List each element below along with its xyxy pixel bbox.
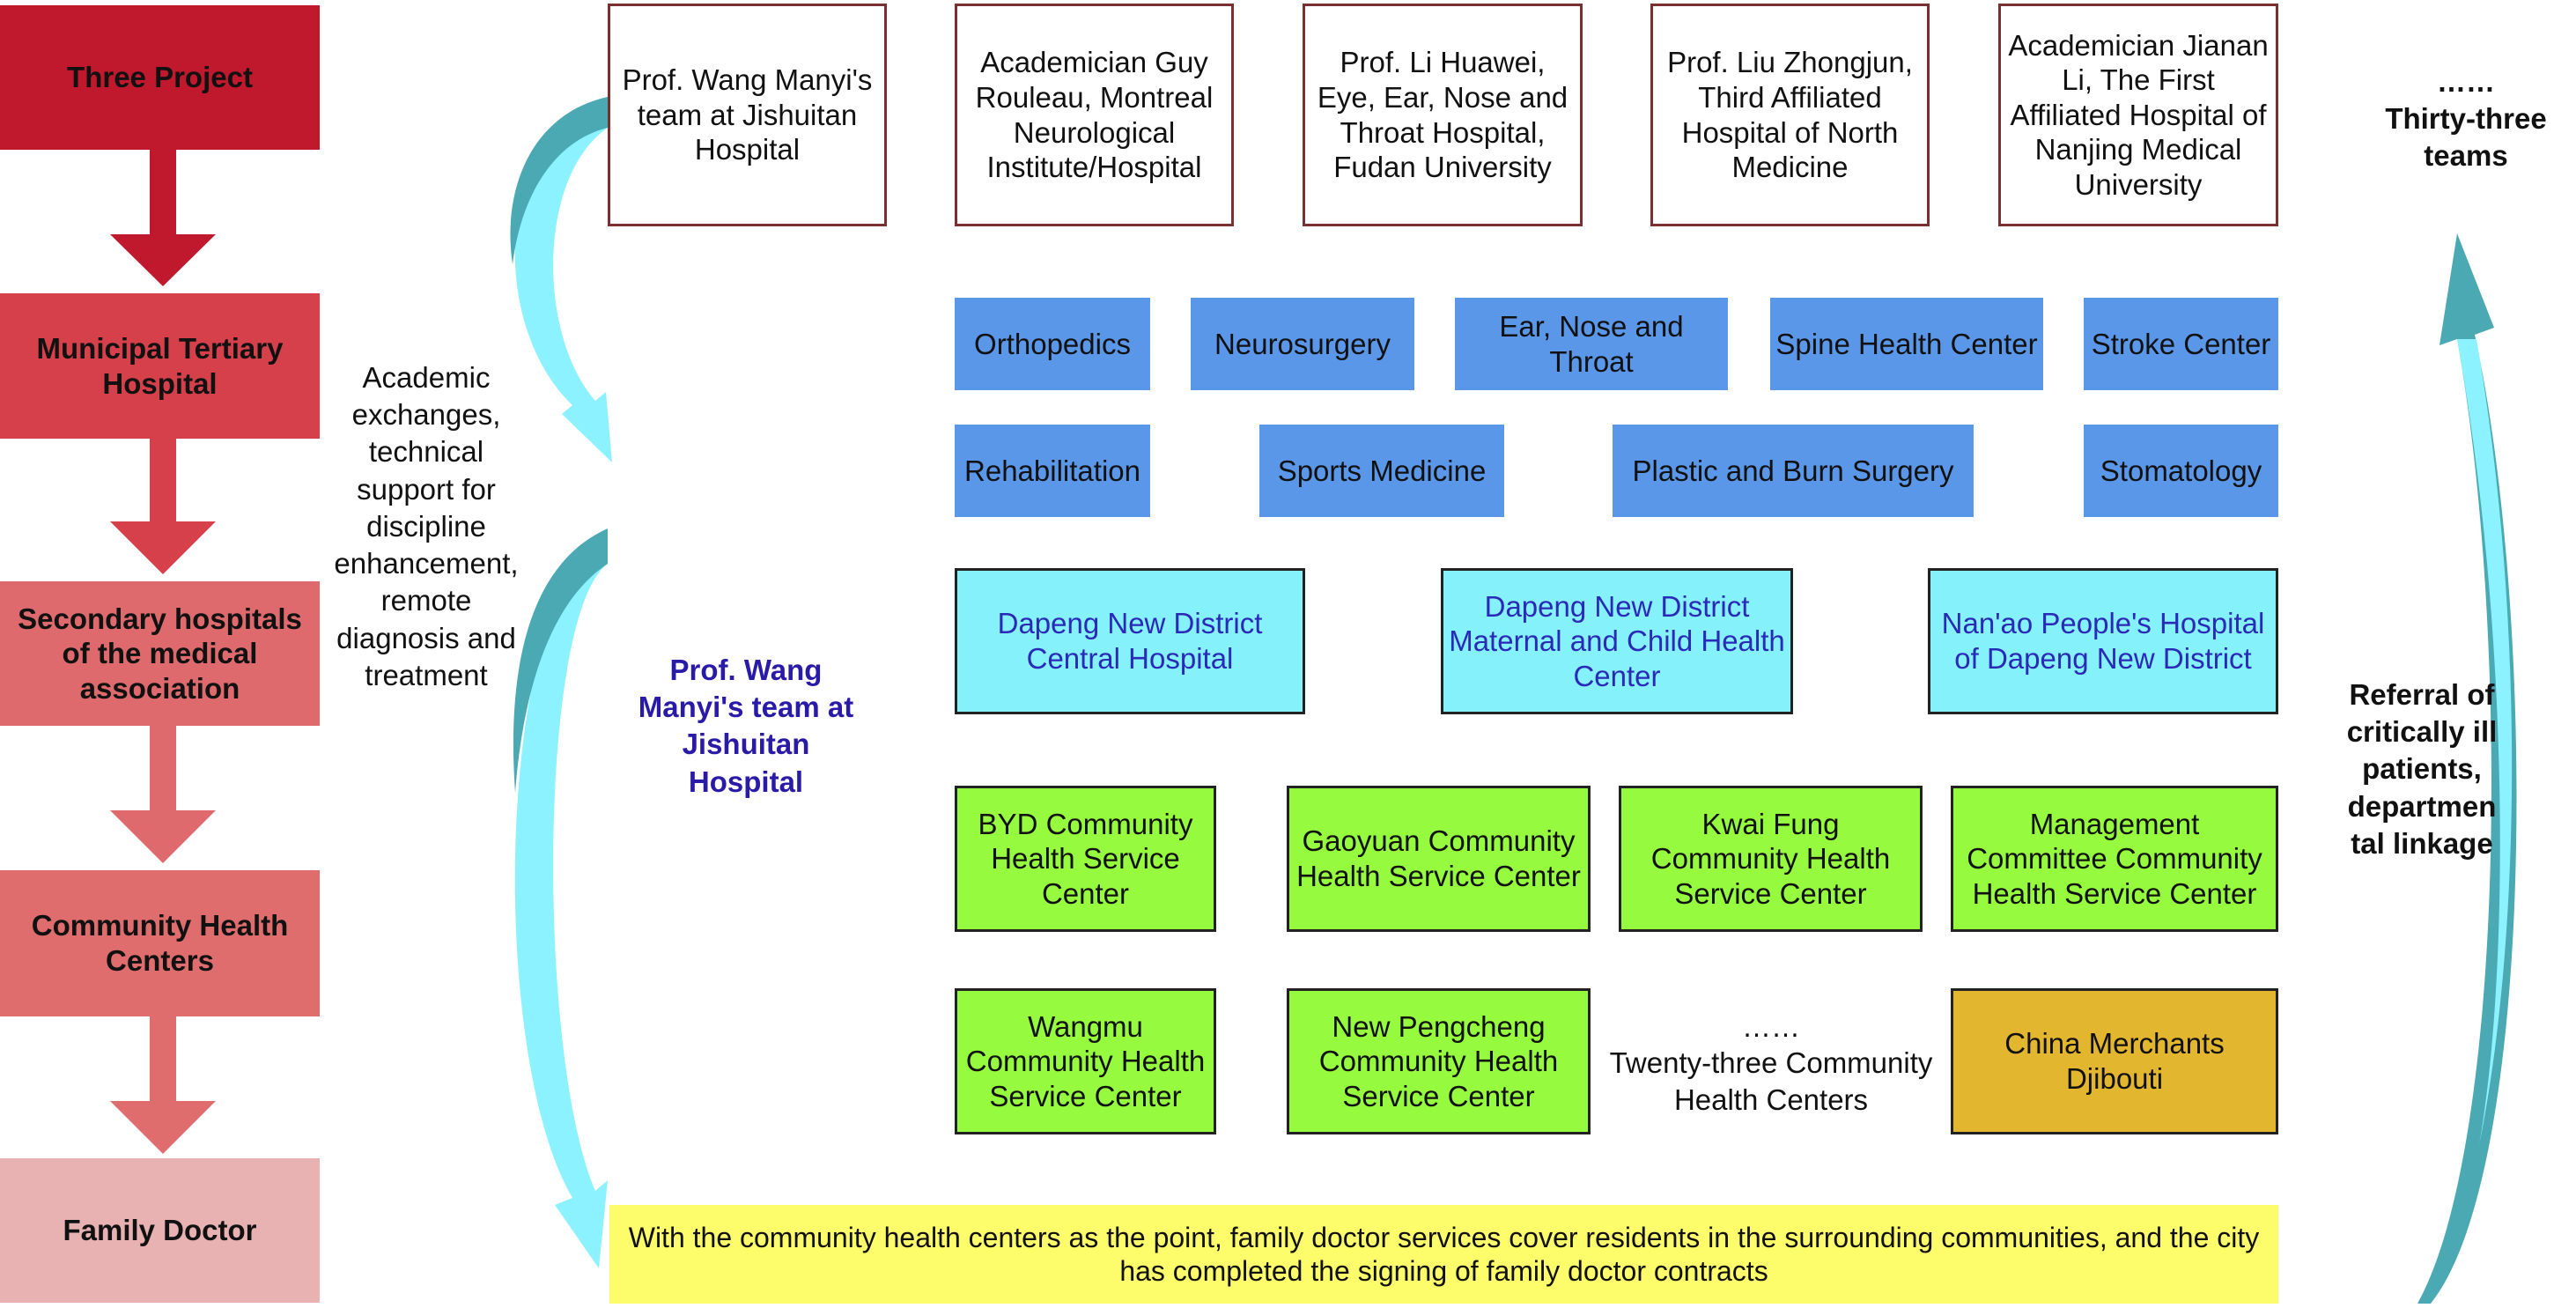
department-label: Rehabilitation <box>964 454 1140 487</box>
department-box: Neurosurgery <box>1191 298 1414 390</box>
curved-arrow-teams-to-departments <box>514 97 612 462</box>
department-label: Spine Health Center <box>1775 327 2038 360</box>
community-center-box: Gaoyuan Community Health Service Center <box>1287 786 1591 932</box>
department-box: Plastic and Burn Surgery <box>1613 425 1974 517</box>
teams-more-ellipsis: …… <box>2437 65 2495 98</box>
family-doctor-banner: With the community health centers as the… <box>609 1205 2278 1304</box>
team-label: Academician Guy Rouleau, Montreal Neurol… <box>975 46 1214 184</box>
department-box: Stroke Center <box>2084 298 2278 390</box>
right-annotation: Referral of critically ill patients, dep… <box>2346 678 2498 860</box>
curved-arrow-family-strip <box>513 528 608 793</box>
community-center-label: New Pengcheng Community Health Service C… <box>1318 1009 1559 1112</box>
communities-more-label: Twenty-three Community Health Centers <box>1609 1046 1933 1116</box>
community-center-label: BYD Community Health Service Center <box>978 807 1193 910</box>
arrow-level-2-3 <box>110 439 216 574</box>
team-label: Prof. Li Huawei, Eye, Ear, Nose and Thro… <box>1317 46 1568 184</box>
level-municipal-tertiary-hospital: Municipal Tertiary Hospital <box>0 293 320 439</box>
teams-more: …… Thirty-three teams <box>2343 63 2576 175</box>
team-box: Prof. Li Huawei, Eye, Ear, Nose and Thro… <box>1303 4 1583 226</box>
center-team-label: Prof. Wang Manyi's team at Jishuitan Hos… <box>638 654 854 798</box>
left-annotation: Academic exchanges, technical support fo… <box>334 361 519 691</box>
teams-more-label: Thirty-three teams <box>2385 102 2547 173</box>
team-label: Prof. Liu Zhongjun, Third Affiliated Hos… <box>1667 46 1913 184</box>
communities-more: …… Twenty-three Community Health Centers <box>1591 1009 1952 1118</box>
district-hospital-box: Dapeng New District Central Hospital <box>955 568 1305 714</box>
overseas-label: China Merchants Djibouti <box>2004 1027 2225 1095</box>
level-three-project: Three Project <box>0 5 320 150</box>
curved-arrow-teams-strip <box>510 97 608 264</box>
community-center-label: Kwai Fung Community Health Service Cente… <box>1650 807 1891 910</box>
curved-arrow-referral-light <box>2457 339 2513 1145</box>
arrow-level-3-4 <box>110 726 216 863</box>
level-community-health-centers: Community Health Centers <box>0 870 320 1016</box>
department-box: Orthopedics <box>955 298 1150 390</box>
level-label: Secondary hospitals of the medical assoc… <box>18 602 302 705</box>
team-label: Academician Jianan Li, The First Affilia… <box>2008 28 2269 201</box>
team-box: Academician Jianan Li, The First Affilia… <box>1998 4 2278 226</box>
community-center-label: Gaoyuan Community Health Service Center <box>1296 824 1581 892</box>
department-box: Rehabilitation <box>955 425 1150 517</box>
communities-more-ellipsis: …… <box>1742 1010 1800 1043</box>
team-box: Prof. Liu Zhongjun, Third Affiliated Hos… <box>1650 4 1930 226</box>
level-label: Municipal Tertiary Hospital <box>36 331 284 400</box>
department-box: Ear, Nose and Throat <box>1455 298 1728 390</box>
district-hospital-box: Nan'ao People's Hospital of Dapeng New D… <box>1928 568 2278 714</box>
department-label: Sports Medicine <box>1277 454 1487 487</box>
arrow-level-1-2 <box>110 150 216 286</box>
community-center-box: New Pengcheng Community Health Service C… <box>1287 988 1591 1134</box>
department-label: Stroke Center <box>2091 327 2271 360</box>
banner-text: With the community health centers as the… <box>628 1221 2260 1287</box>
district-hospital-label: Nan'ao People's Hospital of Dapeng New D… <box>1941 607 2265 675</box>
level-label: Family Doctor <box>63 1214 257 1247</box>
overseas-box: China Merchants Djibouti <box>1951 988 2278 1134</box>
department-label: Orthopedics <box>974 327 1131 360</box>
curved-arrow-to-family-doctor <box>514 528 608 1268</box>
department-label: Ear, Nose and Throat <box>1499 309 1684 378</box>
district-hospital-label: Dapeng New District Maternal and Child H… <box>1449 589 1785 692</box>
department-label: Plastic and Burn Surgery <box>1632 454 1954 487</box>
district-hospital-box: Dapeng New District Maternal and Child H… <box>1441 568 1793 714</box>
department-label: Neurosurgery <box>1214 327 1391 360</box>
community-center-box: Wangmu Community Health Service Center <box>955 988 1216 1134</box>
team-label: Prof. Wang Manyi's team at Jishuitan Hos… <box>622 63 873 166</box>
level-label: Community Health Centers <box>31 909 289 977</box>
team-box: Academician Guy Rouleau, Montreal Neurol… <box>955 4 1234 226</box>
community-center-box: BYD Community Health Service Center <box>955 786 1216 932</box>
team-box: Prof. Wang Manyi's team at Jishuitan Hos… <box>608 4 887 226</box>
district-hospital-label: Dapeng New District Central Hospital <box>997 607 1263 675</box>
department-label: Stomatology <box>2100 454 2262 487</box>
community-center-box: Kwai Fung Community Health Service Cente… <box>1619 786 1923 932</box>
level-family-doctor: Family Doctor <box>0 1158 320 1303</box>
level-label: Three Project <box>67 61 253 94</box>
level-secondary-hospitals: Secondary hospitals of the medical assoc… <box>0 581 320 726</box>
arrow-level-4-5 <box>110 1016 216 1154</box>
department-box: Stomatology <box>2084 425 2278 517</box>
department-box: Sports Medicine <box>1259 425 1504 517</box>
community-center-label: Wangmu Community Health Service Center <box>965 1009 1206 1112</box>
community-center-label: Management Committee Community Health Se… <box>1967 807 2262 910</box>
community-center-box: Management Committee Community Health Se… <box>1951 786 2278 932</box>
department-box: Spine Health Center <box>1770 298 2043 390</box>
